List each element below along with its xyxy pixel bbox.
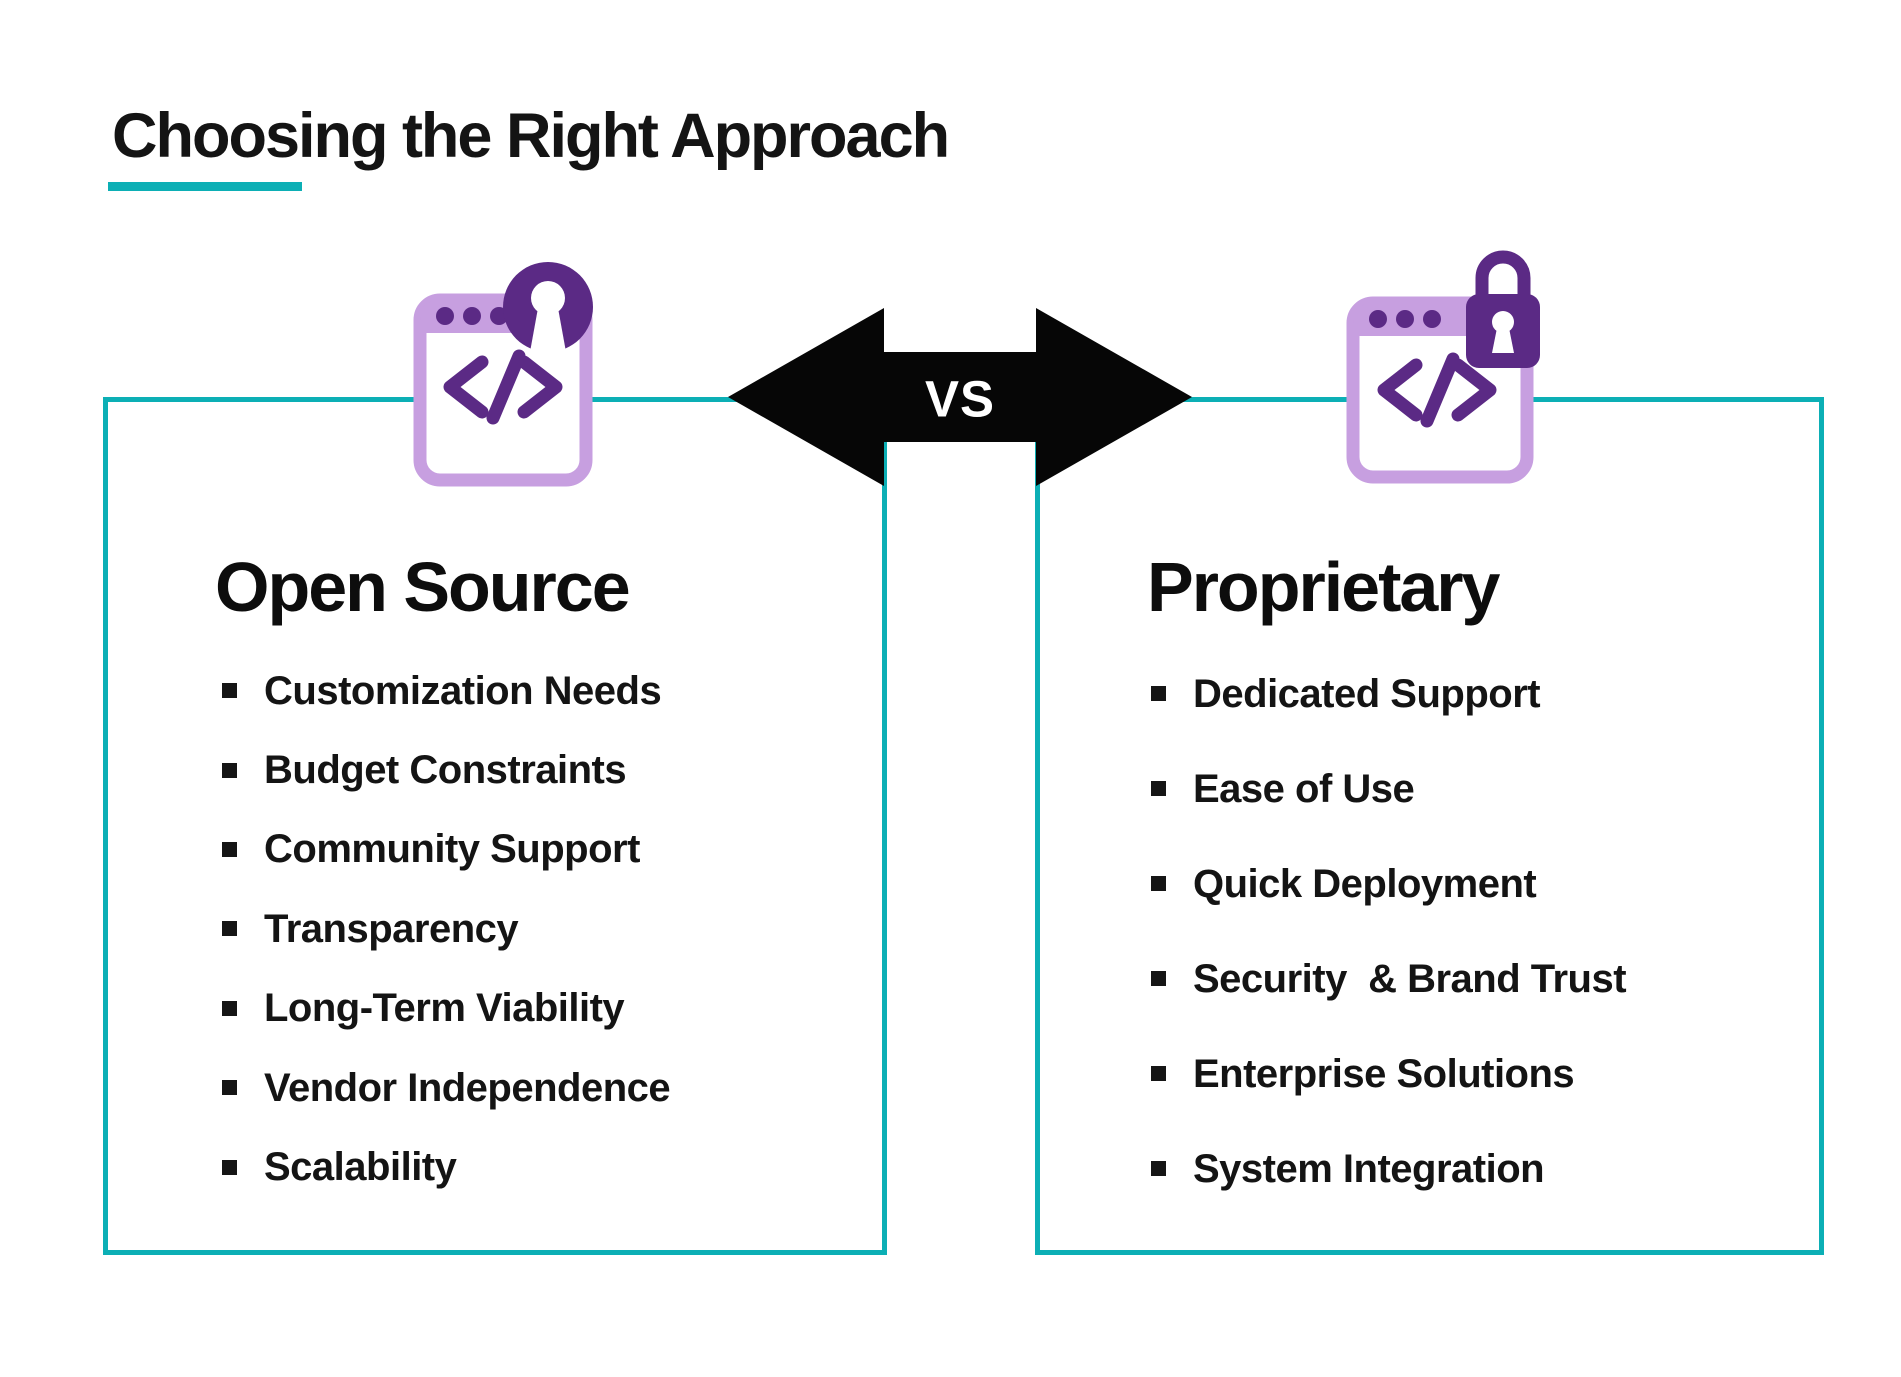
proprietary-heading: Proprietary bbox=[1147, 548, 1500, 626]
square-bullet-icon bbox=[222, 841, 237, 857]
square-bullet-icon bbox=[1151, 686, 1166, 701]
list-item-label: Vendor Independence bbox=[264, 1065, 671, 1110]
browser-dots-icon bbox=[436, 307, 508, 325]
square-bullet-icon bbox=[222, 1000, 237, 1016]
list-item-label: System Integration bbox=[1193, 1146, 1545, 1191]
title-underline bbox=[108, 182, 302, 191]
list-item: Security & Brand Trust bbox=[1151, 931, 1627, 1026]
page-title: Choosing the Right Approach bbox=[112, 101, 950, 171]
list-item-label: Budget Constraints bbox=[264, 748, 627, 793]
square-bullet-icon bbox=[222, 921, 237, 937]
padlock-icon bbox=[1466, 250, 1540, 368]
square-bullet-icon bbox=[222, 683, 237, 699]
list-item: Dedicated Support bbox=[1151, 646, 1626, 741]
list-item: Community Support bbox=[222, 810, 670, 889]
padlock-code-window-icon bbox=[1346, 250, 1540, 484]
list-item-label: Ease of Use bbox=[1193, 766, 1415, 811]
square-bullet-icon bbox=[1151, 971, 1166, 986]
list-item: Ease of Use bbox=[1151, 741, 1626, 836]
list-item-label: Security & Brand Trust bbox=[1193, 956, 1627, 1001]
open-source-keyhole-icon bbox=[503, 262, 593, 352]
open-source-heading: Open Source bbox=[215, 548, 631, 626]
list-item: Scalability bbox=[222, 1127, 670, 1206]
versus-arrow-icon bbox=[728, 308, 1192, 486]
square-bullet-icon bbox=[1151, 781, 1166, 796]
code-tag-icon bbox=[1377, 352, 1497, 428]
list-item: Customization Needs bbox=[222, 651, 670, 730]
square-bullet-icon bbox=[222, 762, 237, 778]
code-tag-icon bbox=[443, 349, 563, 425]
list-item: Quick Deployment bbox=[1151, 836, 1626, 931]
open-source-panel: Open Source Customization Needs Budget C… bbox=[103, 397, 887, 1255]
list-item: Long-Term Viability bbox=[222, 969, 670, 1048]
list-item-label: Enterprise Solutions bbox=[1193, 1051, 1575, 1096]
list-item: Budget Constraints bbox=[222, 730, 670, 809]
open-source-code-window-icon bbox=[413, 262, 593, 487]
list-item: Transparency bbox=[222, 889, 670, 968]
list-item-label: Community Support bbox=[264, 827, 640, 872]
list-item-label: Customization Needs bbox=[264, 668, 662, 713]
square-bullet-icon bbox=[222, 1080, 237, 1096]
proprietary-list: Dedicated Support Ease of Use Quick Depl… bbox=[1151, 646, 1627, 1216]
list-item: Vendor Independence bbox=[222, 1048, 671, 1127]
list-item-label: Transparency bbox=[264, 906, 519, 951]
square-bullet-icon bbox=[222, 1159, 237, 1175]
list-item-label: Quick Deployment bbox=[1193, 861, 1537, 906]
list-item: Enterprise Solutions bbox=[1151, 1026, 1626, 1121]
browser-dots-icon bbox=[1369, 310, 1441, 328]
proprietary-panel: Proprietary Dedicated Support Ease of Us… bbox=[1035, 397, 1824, 1255]
square-bullet-icon bbox=[1151, 1161, 1166, 1176]
open-source-list: Customization Needs Budget Constraints C… bbox=[222, 651, 671, 1207]
square-bullet-icon bbox=[1151, 876, 1166, 891]
list-item-label: Long-Term Viability bbox=[264, 986, 625, 1031]
list-item: System Integration bbox=[1151, 1121, 1626, 1216]
list-item-label: Dedicated Support bbox=[1193, 671, 1541, 716]
square-bullet-icon bbox=[1151, 1066, 1166, 1081]
list-item-label: Scalability bbox=[264, 1145, 457, 1190]
versus-label: VS bbox=[924, 370, 996, 428]
